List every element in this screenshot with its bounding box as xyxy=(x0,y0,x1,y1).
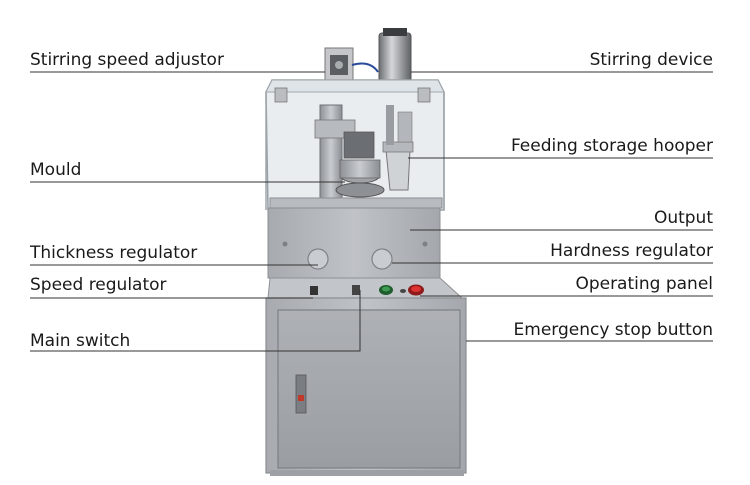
label-hardness-regulator: Hardness regulator xyxy=(550,241,713,261)
lower-cabinet xyxy=(265,297,467,476)
label-thickness-regulator: Thickness regulator xyxy=(30,243,198,263)
label-output: Output xyxy=(653,208,713,228)
label-speed-regulator: Speed regulator xyxy=(30,275,167,295)
leader-main-switch xyxy=(30,290,361,352)
label-main-switch: Main switch xyxy=(30,331,131,351)
label-stirring-speed-adjustor: Stirring speed adjustor xyxy=(30,50,224,70)
label-feeding-storage-hooper: Feeding storage hooper xyxy=(510,136,713,156)
label-stirring-device: Stirring device xyxy=(589,50,713,70)
stirring-speed-adjustor-box xyxy=(324,47,354,82)
machine-body xyxy=(267,207,441,279)
label-emergency-stop-button: Emergency stop button xyxy=(513,320,713,340)
label-mould: Mould xyxy=(30,160,82,180)
label-operating-panel: Operating panel xyxy=(575,274,713,294)
